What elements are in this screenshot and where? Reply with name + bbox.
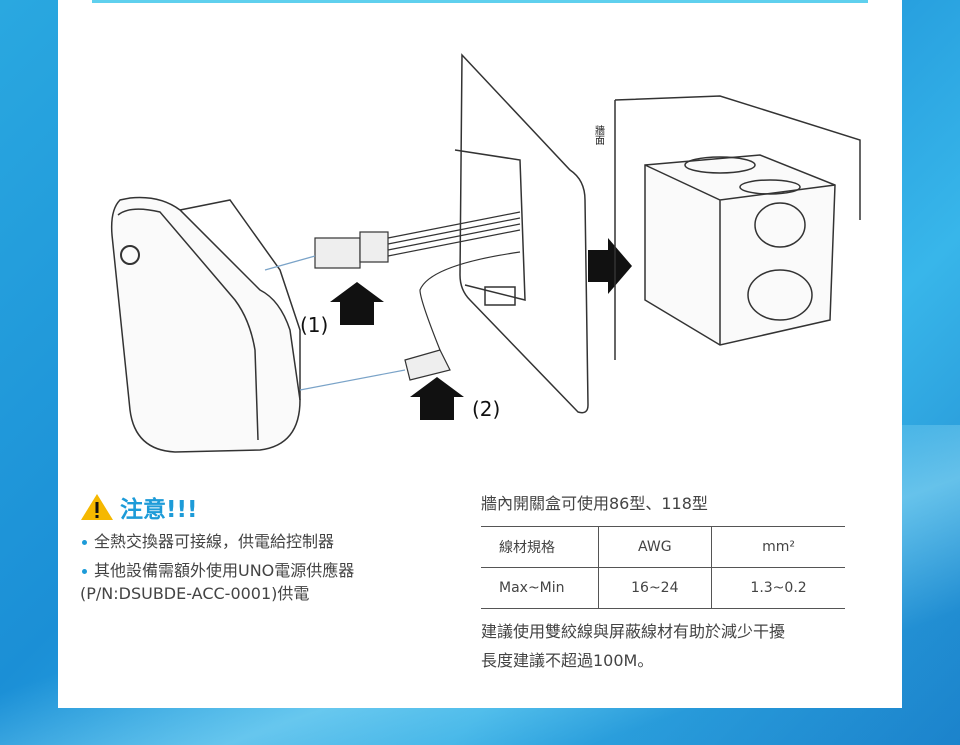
table-header: mm² [711, 526, 845, 568]
list-item: 全熱交換器可接線，供電給控制器 [80, 530, 354, 553]
table-header-row: 線材規格 AWG mm² [481, 526, 845, 568]
table-header: 線材規格 [481, 526, 598, 568]
installation-diagram: (1) (2) 牆面 [110, 53, 861, 453]
spec-title: 牆內開關盒可使用86型、118型 [481, 494, 708, 513]
table-cell: 1.3~0.2 [711, 567, 845, 609]
list-item-text: 其他設備需額外使用UNO電源供應器 [94, 561, 355, 580]
wire-spec-table: 線材規格 AWG mm² Max~Min 16~24 1.3~0.2 [481, 526, 845, 609]
label-1: (1) [300, 313, 328, 337]
arrow-up-2-icon [410, 377, 464, 420]
list-item: 其他設備需額外使用UNO電源供應器 (P/N:DSUBDE-ACC-0001)供電 [80, 559, 354, 605]
warning-heading: 注意!!! [80, 490, 197, 524]
note-line: 長度建議不超過100M。 [481, 651, 654, 670]
warning-title: 注意!!! [120, 497, 198, 523]
label-2: (2) [472, 397, 500, 421]
arrow-up-1-icon [330, 282, 384, 325]
controller-device [110, 196, 301, 453]
top-divider [92, 0, 868, 3]
list-item-text: (P/N:DSUBDE-ACC-0001)供電 [80, 584, 310, 603]
table-header: AWG [597, 526, 712, 568]
note-line: 建議使用雙絞線與屏蔽線材有助於減少干擾 [481, 622, 786, 641]
table-cell: 16~24 [597, 567, 712, 609]
spec-note: 建議使用雙絞線與屏蔽線材有助於減少干擾 長度建議不超過100M。 [481, 617, 845, 675]
wall-label: 牆面 [593, 124, 605, 146]
arrow-right-icon [588, 238, 632, 294]
table-cell: Max~Min [481, 567, 598, 609]
table-row: Max~Min 16~24 1.3~0.2 [481, 567, 845, 609]
spec-section: 牆內開關盒可使用86型、118型 線材規格 AWG mm² Max~Min 16… [481, 490, 845, 675]
warning-triangle-icon [81, 494, 113, 520]
connector-cables [264, 211, 521, 391]
wall-box [614, 95, 861, 360]
warning-list: 全熱交換器可接線，供電給控制器 其他設備需額外使用UNO電源供應器 (P/N:DS… [80, 530, 354, 605]
wall-plate [454, 53, 589, 414]
